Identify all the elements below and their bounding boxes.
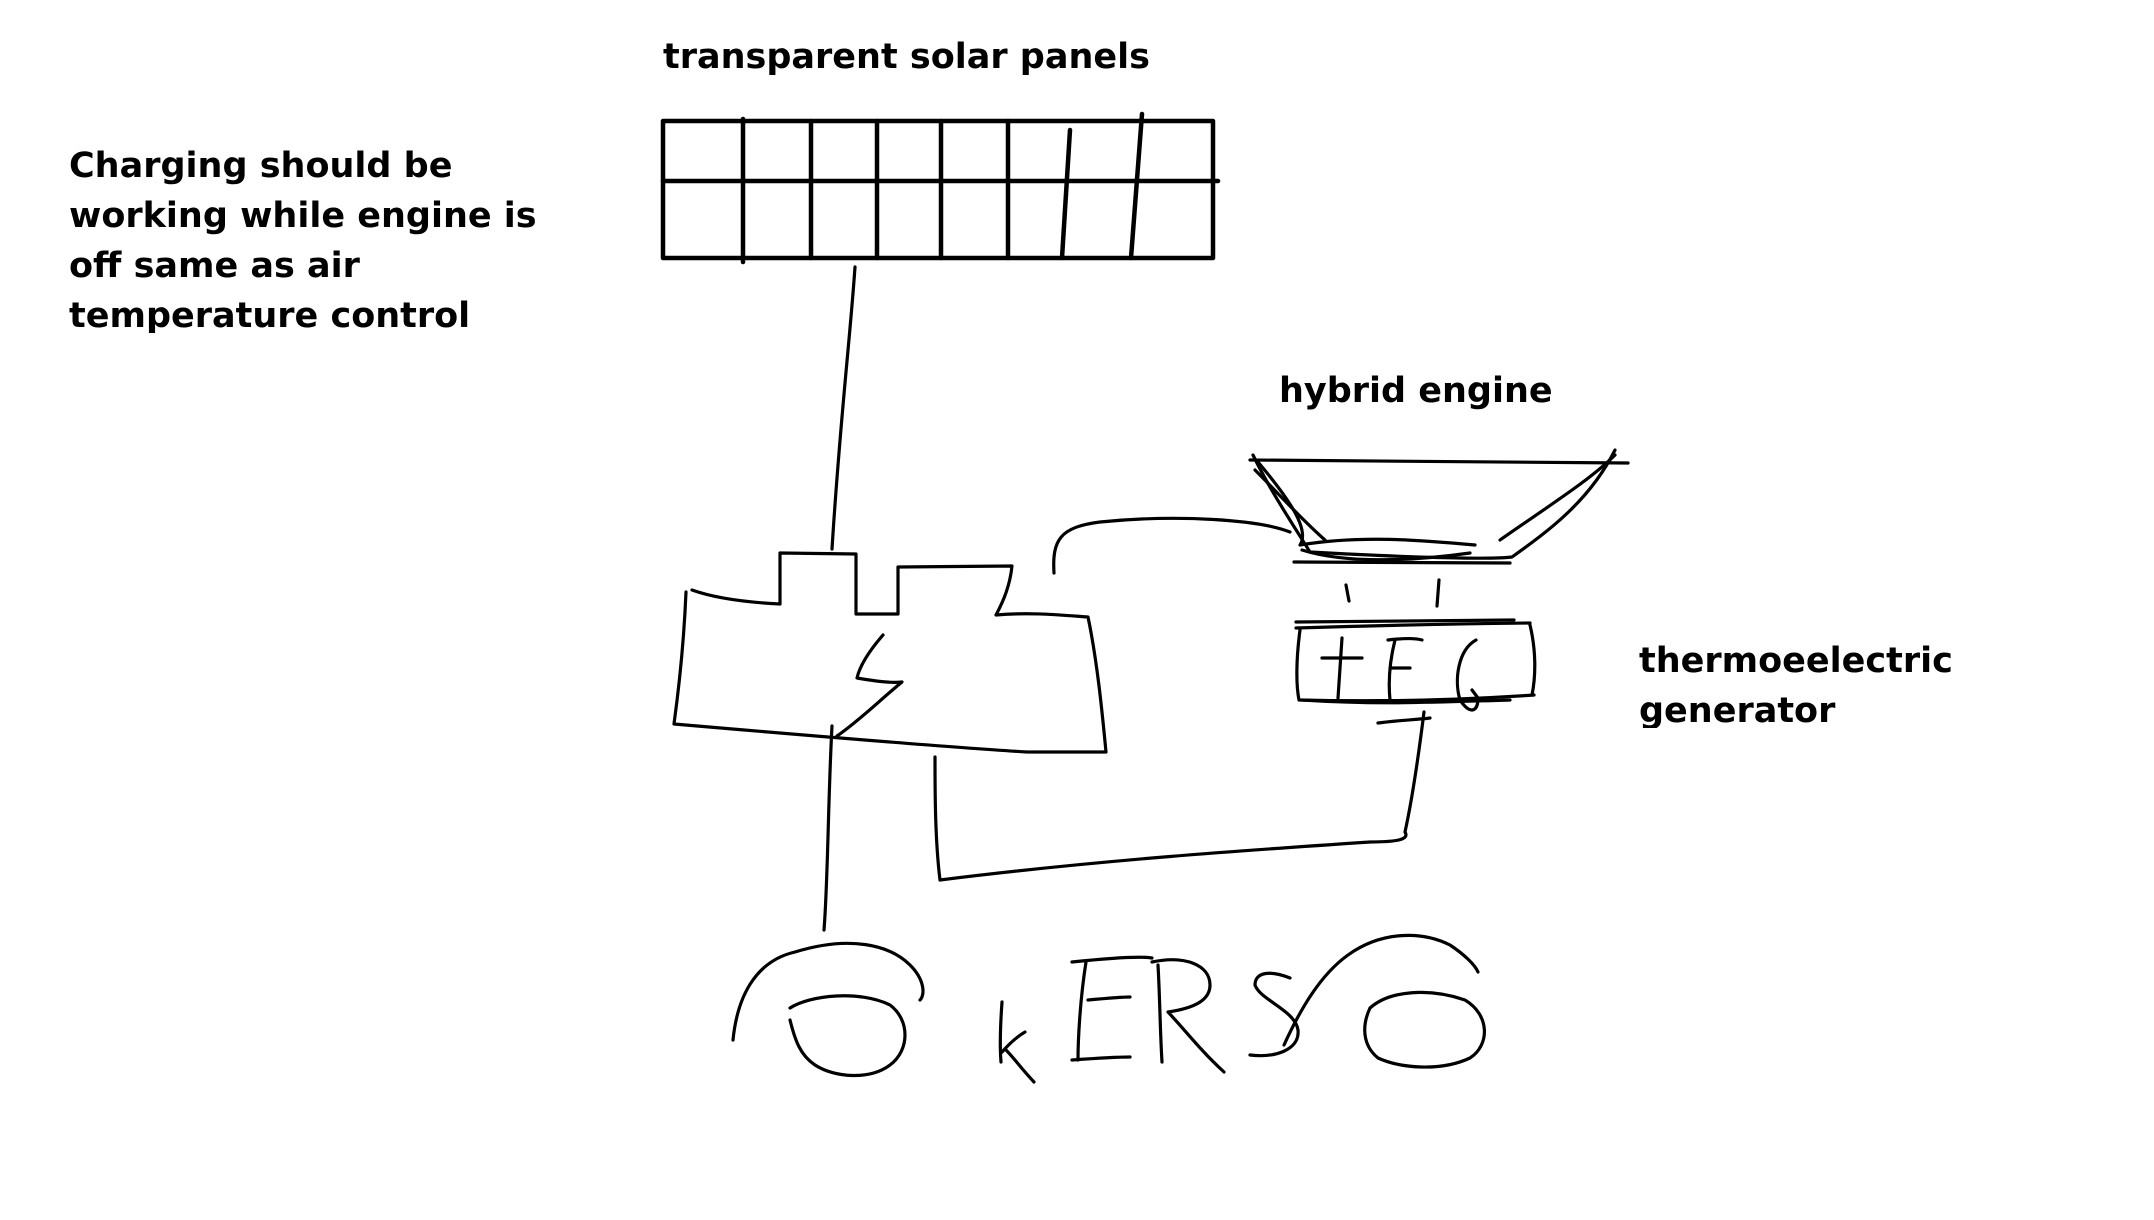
kers-handwriting <box>998 955 1300 1084</box>
teg-letter-e <box>1386 636 1424 702</box>
teg-underline <box>1376 716 1432 725</box>
charging-note: Charging should be working while engine … <box>69 141 537 333</box>
engine-funnel <box>1251 448 1617 560</box>
charging-note-line-4: temperature control <box>69 296 471 333</box>
battery-sketch <box>672 551 1108 754</box>
left-wheel-sketch <box>731 941 925 1078</box>
engine-base <box>1292 560 1512 565</box>
hybrid-engine-sketch <box>1248 448 1630 565</box>
teg-base <box>1300 698 1512 705</box>
engine-scribble <box>1256 460 1477 547</box>
charging-note-line-1: Charging should be <box>69 146 453 186</box>
teg-top <box>1294 618 1516 624</box>
wire-battery-to-kers <box>822 724 834 932</box>
wire-teg-to-battery <box>933 710 1426 882</box>
lightning-icon <box>835 633 904 738</box>
engine-scribble <box>1300 548 1472 562</box>
left-wheel <box>788 994 907 1078</box>
teg-label-line-1: thermoeelectric <box>1639 641 1953 681</box>
teg-letter-g <box>1455 638 1480 712</box>
kers-letter-s <box>1248 971 1300 1058</box>
engine-top-line <box>1248 458 1630 465</box>
kers-letter-r <box>1150 958 1226 1074</box>
solar-cell-divider <box>1128 111 1145 261</box>
left-wheel-arch <box>731 941 925 1042</box>
solar-panel-frame <box>660 118 1216 261</box>
wire-solar-to-battery <box>830 265 857 551</box>
teg-body <box>1295 628 1536 703</box>
battery-outline <box>672 551 1108 754</box>
engine-connector <box>1435 578 1441 608</box>
teg-right <box>1528 623 1537 697</box>
kers-letter-e <box>1070 955 1154 1062</box>
charging-note-line-3: off same as air <box>69 246 360 286</box>
hybrid-engine-label: hybrid engine <box>1279 371 1553 411</box>
solar-panels-label: transparent solar panels <box>663 37 1150 77</box>
kers-letter-k <box>998 1000 1036 1084</box>
teg-sketch <box>1294 618 1537 725</box>
right-wheel-arch <box>1282 933 1480 1047</box>
teg-inner-top <box>1294 621 1532 630</box>
thermoelectric-generator-label: thermoeelectric generator <box>1639 636 1953 728</box>
charging-note-line-2: working while engine is <box>69 196 537 236</box>
right-wheel-sketch <box>1282 933 1486 1069</box>
solar-panel-grid <box>660 111 1221 265</box>
teg-label-line-2: generator <box>1639 691 1836 728</box>
right-wheel <box>1363 990 1486 1069</box>
wire-battery-to-engine <box>1052 516 1292 575</box>
teg-letter-t <box>1320 636 1364 700</box>
engine-connector <box>1344 583 1351 603</box>
solar-cell-divider <box>1059 127 1073 261</box>
engine-scribble <box>1498 453 1617 542</box>
